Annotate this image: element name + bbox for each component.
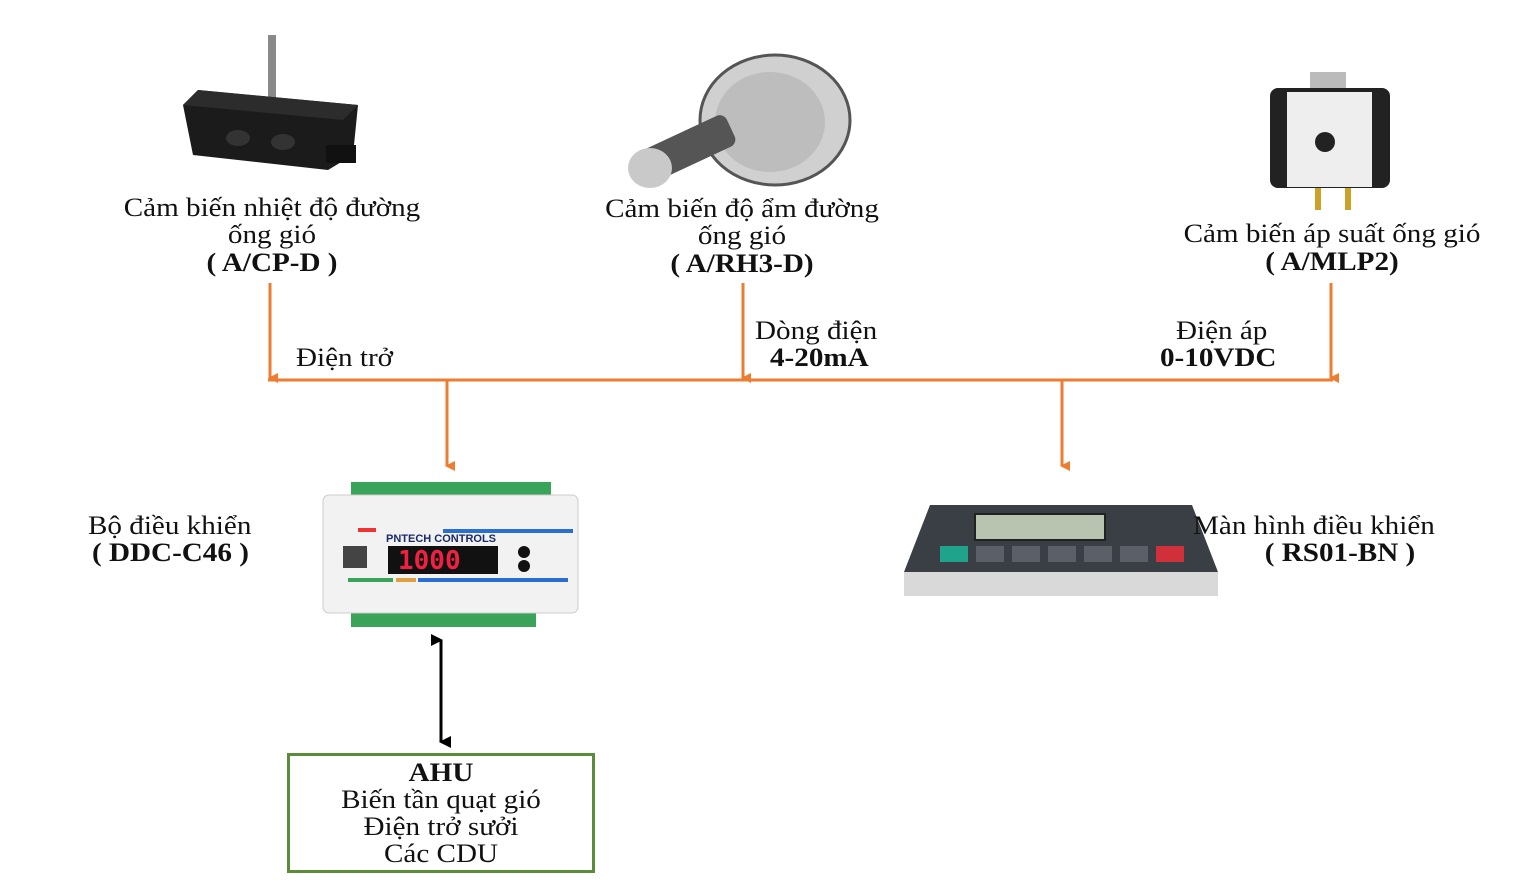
ahu-title: AHU	[408, 758, 474, 787]
signal-label-voltage: Điện áp	[1176, 316, 1268, 345]
signal-label-resistance: Điện trở	[296, 343, 394, 372]
controller-model: ( DDC-C46 )	[92, 538, 249, 567]
controller-label: Bộ điều khiển	[88, 511, 252, 540]
signal-value-current: 4-20mA	[770, 343, 869, 372]
temp-sensor-model: ( A/CP-D )	[206, 248, 338, 277]
ahu-item: Biến tần quạt gió	[341, 785, 541, 814]
ahu-item: Điện trở sưởi	[363, 812, 519, 841]
pressure-sensor-name: Cảm biến áp suất ống gió	[1183, 219, 1481, 248]
ddc-controller-image: PNTECH CONTROLS 1000	[322, 482, 579, 627]
humidity-sensor-image	[628, 53, 852, 188]
temperature-sensor-image	[183, 35, 358, 170]
controller-brand: PNTECH CONTROLS	[386, 533, 496, 545]
ahu-item: Các CDU	[383, 839, 499, 868]
ahu-box	[287, 753, 595, 873]
hmi-model: ( RS01-BN )	[1264, 538, 1416, 567]
hmi-label: Màn hình điều khiển	[1193, 511, 1435, 540]
signal-value-voltage: 0-10VDC	[1160, 343, 1277, 372]
humidity-sensor-model: ( A/RH3-D)	[670, 249, 814, 278]
pressure-sensor-image	[1270, 72, 1390, 210]
pressure-sensor-model: ( A/MLP2)	[1265, 247, 1399, 276]
signal-label-current: Dòng điện	[755, 316, 878, 345]
hmi-panel-image	[904, 505, 1218, 596]
controller-display: 1000	[398, 546, 461, 576]
